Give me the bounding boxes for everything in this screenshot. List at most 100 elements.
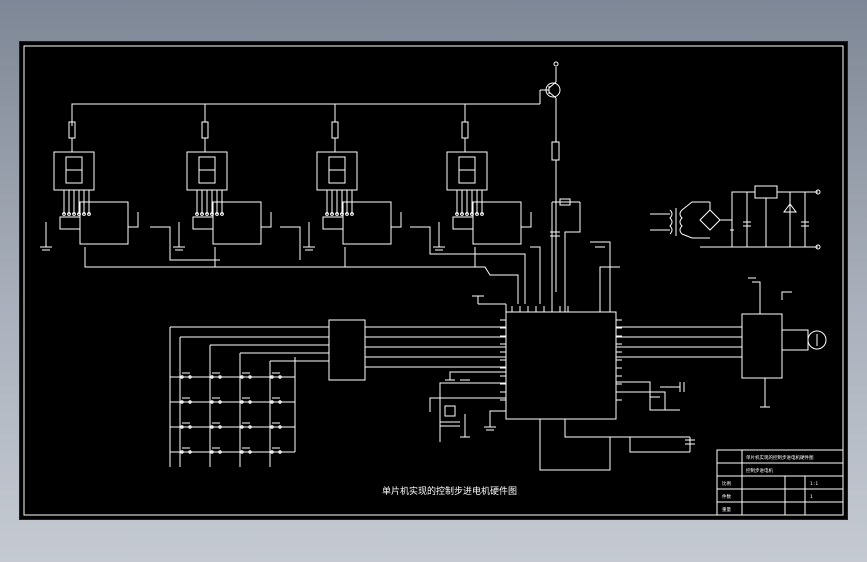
vcc-lead [128,212,139,228]
driver-bus [84,226,541,304]
seven-segment-display [53,151,95,191]
display-unit-2 [173,151,272,251]
title-block-row-3-value: 1:1 [810,481,818,487]
key-contact [210,375,214,379]
pin-dot [350,212,354,216]
pin-dot [325,212,329,216]
key-contact [278,400,282,404]
key-contact [188,400,192,404]
title-block-row-5: 重量 [722,506,731,513]
pin-dot [465,212,469,216]
key-contact [270,450,274,454]
key-contact [240,425,244,429]
key-contact [188,375,192,379]
oscillator-circuit [429,371,506,442]
pin-dot [220,212,224,216]
key-contact [248,425,252,429]
title-block-row-3: 比例 [722,480,731,487]
driver-chip-left [192,216,214,230]
key-contact [248,450,252,454]
key-contact [278,425,282,429]
encoder-bus [365,326,506,368]
power-supply [650,185,821,250]
key-contact [188,450,192,454]
driver-chip [79,201,129,245]
pin-dot [475,212,479,216]
key-contact [270,400,274,404]
timing-capacitors [660,382,685,392]
driver-chip-left [452,216,474,230]
key-contact [180,450,184,454]
mcu-chip [472,295,617,420]
pin-dot [82,212,86,216]
key-contact [210,425,214,429]
mcu-bottom-circuit [539,381,695,471]
driver-chip [342,201,392,245]
keypad-matrix [169,319,366,467]
display-resistors [68,121,469,152]
key-contact [240,375,244,379]
pin-dot [330,212,334,216]
key-contact [210,400,214,404]
mcu-pins [500,306,622,401]
pin-dot [210,212,214,216]
key-contact [218,450,222,454]
pin-dot [340,212,344,216]
keypad-keys [170,336,329,467]
schematic-drawing: 单片机实现的控制步进电机硬件图 单片机实现的控制步进电机硬件图 控制步进电机 比… [23,45,844,516]
pin-dot [62,212,66,216]
title-block [716,449,844,516]
key-contact [180,375,184,379]
stepper-motor [782,329,827,351]
key-contact [240,400,244,404]
pin-dot [67,212,71,216]
transistor-q1 [539,61,561,292]
key-contact [180,425,184,429]
drawing-title: 单片机实现的控制步进电机硬件图 [382,485,517,497]
key-contact [270,375,274,379]
key-contact [180,400,184,404]
stepper-driver [616,277,792,408]
pin-dot [215,212,219,216]
pin-dot [345,212,349,216]
display-drivers [40,151,532,251]
drawing-border [23,45,844,516]
vcc-lead [261,212,272,228]
pin-dot [195,212,199,216]
key-contact [210,450,214,454]
pin-dot [87,212,91,216]
key-contact [270,425,274,429]
key-contact [218,400,222,404]
pin-dot [77,212,81,216]
driver-chip [472,201,522,245]
key-contact [218,425,222,429]
pin-dot [470,212,474,216]
title-block-row-4: 件数 [722,493,731,500]
title-block-rows: 单片机实现的控制步进电机硬件图 控制步进电机 比例 1:1 件数 1 重量 [722,454,818,513]
vcc-lead [391,212,402,228]
key-contact [278,450,282,454]
driver-chip-left [322,216,344,230]
seven-segment-display [446,151,488,191]
drawing-canvas[interactable]: 单片机实现的控制步进电机硬件图 单片机实现的控制步进电机硬件图 控制步进电机 比… [20,42,847,519]
pin-dot [480,212,484,216]
title-block-row-1: 单片机实现的控制步进电机硬件图 [746,454,814,461]
key-contact [240,450,244,454]
title-block-row-4-value: 1 [810,494,813,500]
pin-dot [460,212,464,216]
key-contact [218,375,222,379]
vcc-lead [521,212,532,228]
display-unit-3 [303,151,402,251]
pin-dot [455,212,459,216]
key-contact [248,375,252,379]
reference-divider [550,198,620,312]
driver-chip-left [59,216,81,230]
display-unit-4 [433,151,532,251]
pin-dot [200,212,204,216]
pin-dot [72,212,76,216]
title-block-row-2: 控制步进电机 [746,467,773,474]
seven-segment-display [186,151,228,191]
driver-chip [212,201,262,245]
pin-dot [335,212,339,216]
seven-segment-display [316,151,358,191]
